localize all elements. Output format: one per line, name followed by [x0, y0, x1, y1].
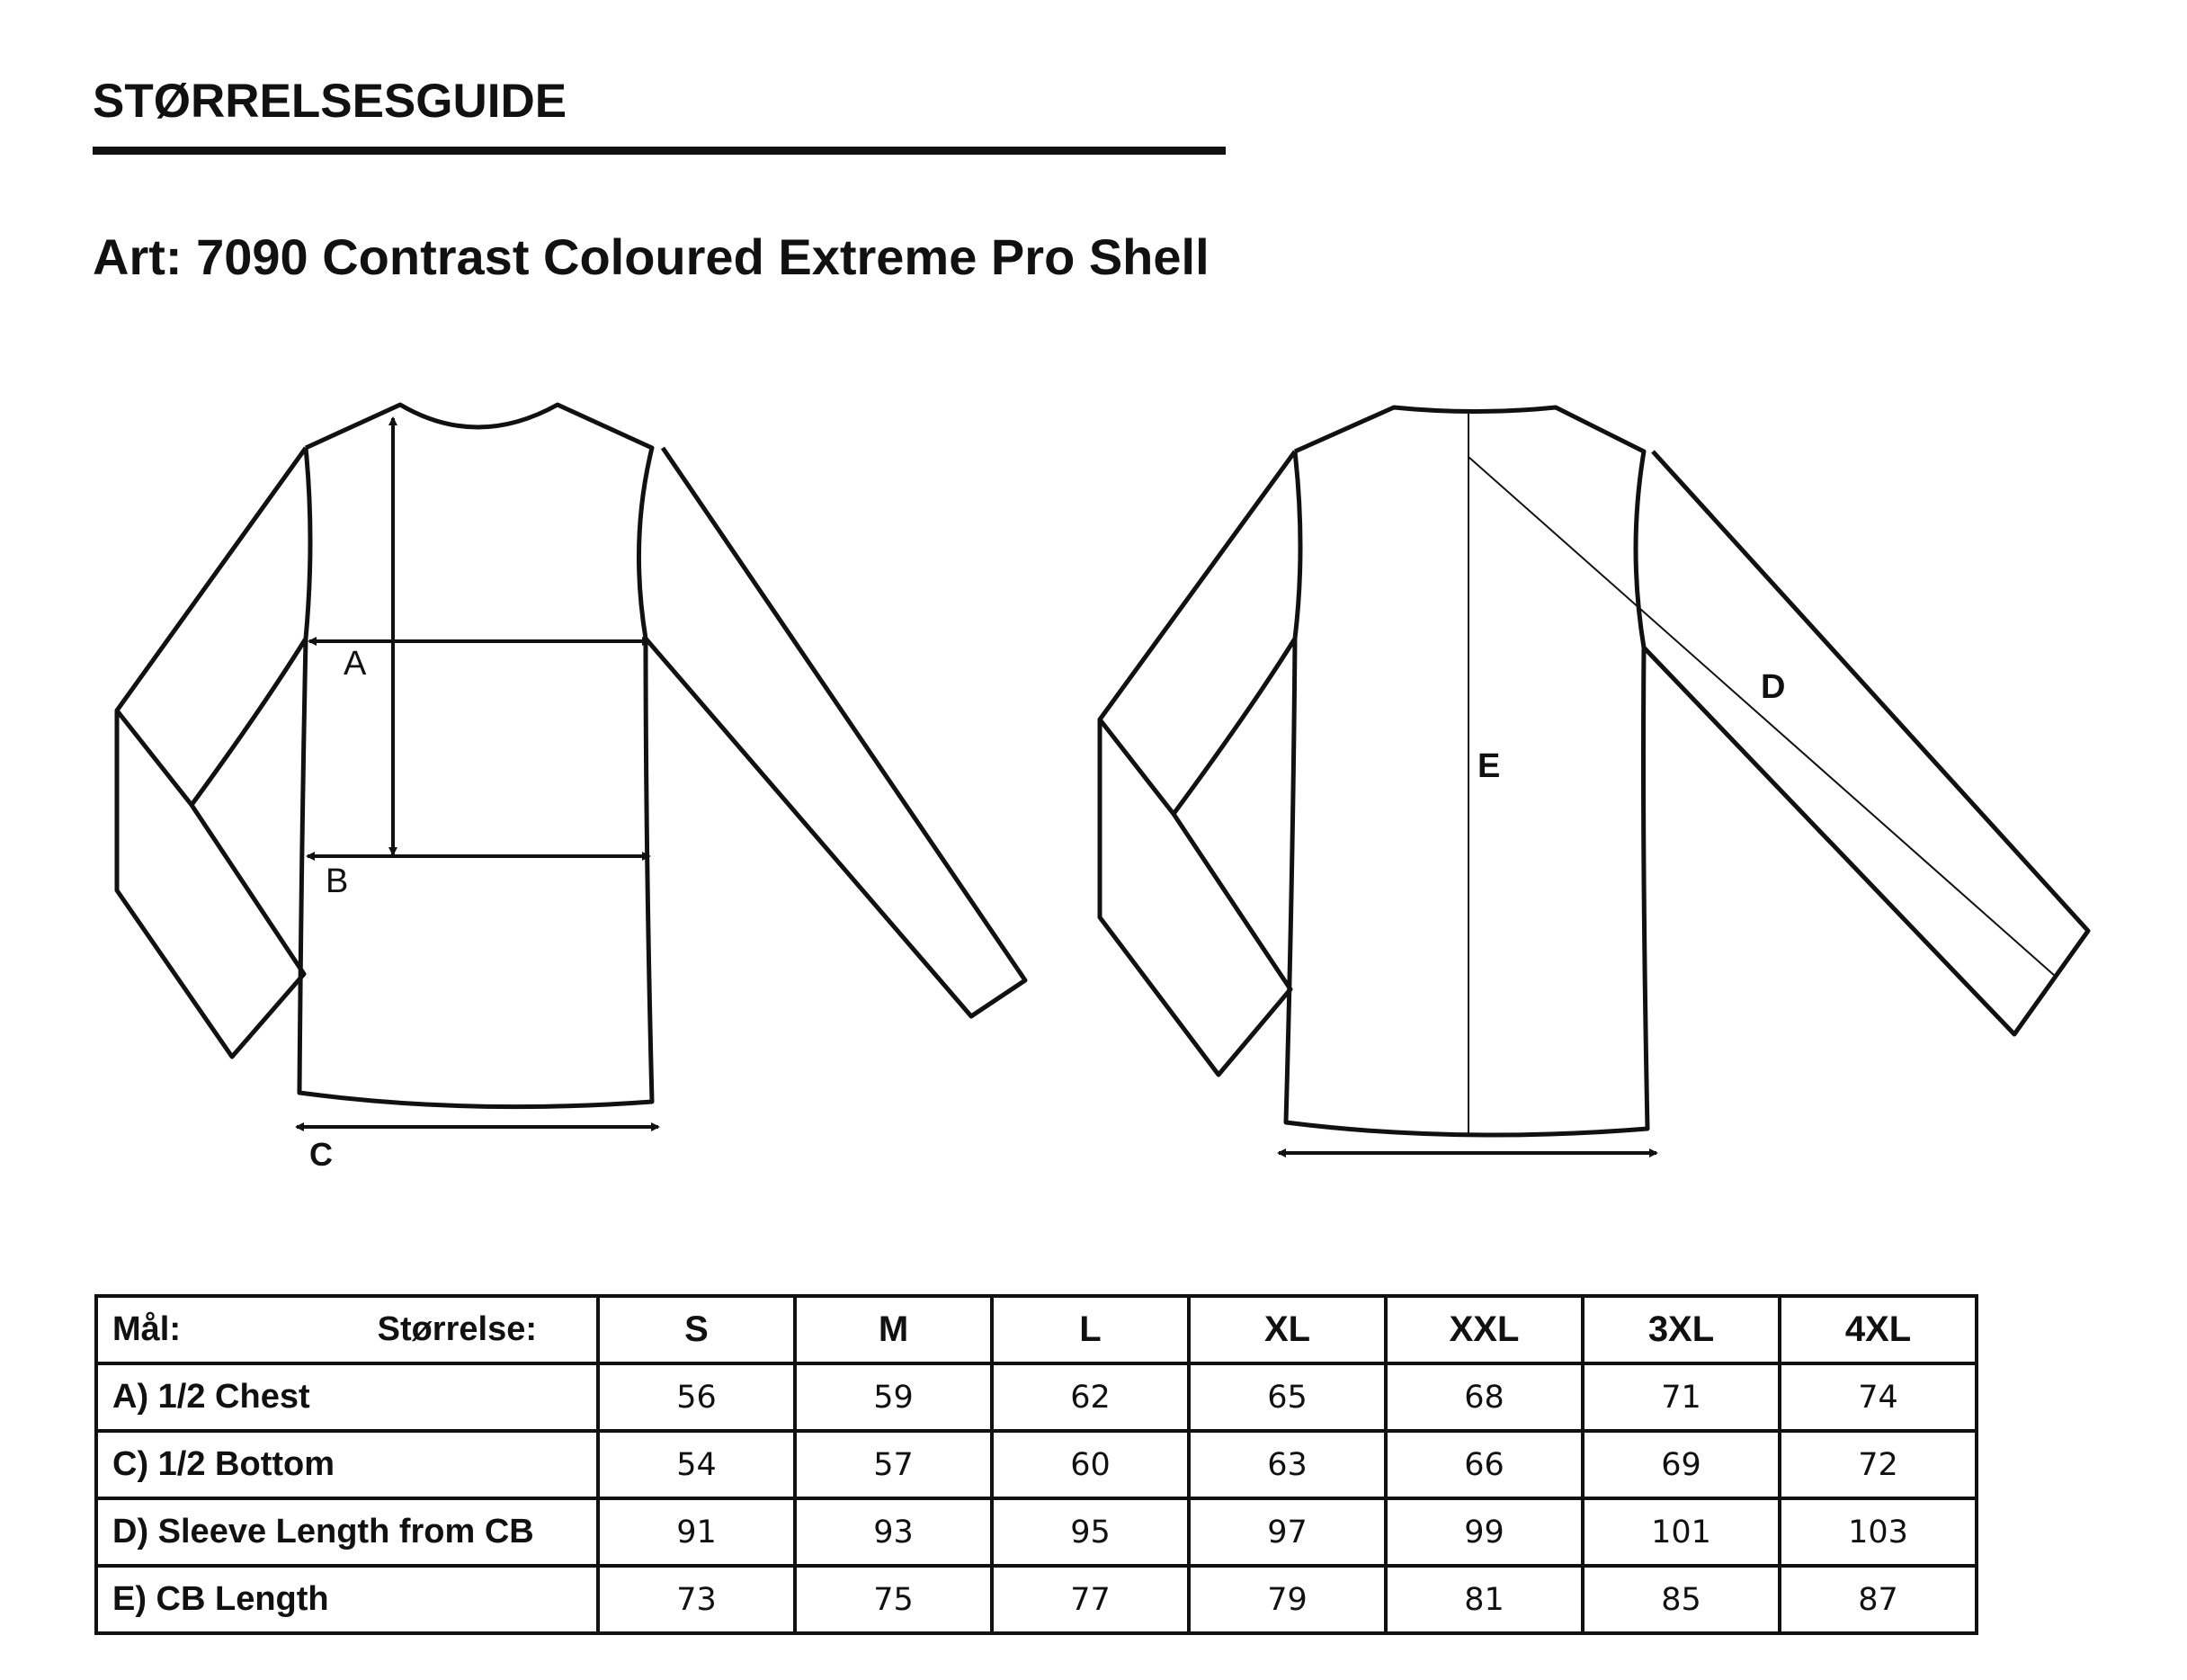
table-cell: 95 — [990, 1497, 1191, 1568]
size-header-cell: M — [793, 1294, 994, 1365]
table-cell: 93 — [793, 1497, 994, 1568]
table-cell: 72 — [1778, 1429, 1978, 1500]
back-body — [1283, 638, 1650, 1138]
table-cell: 56 — [596, 1362, 797, 1433]
table-cell: 79 — [1187, 1564, 1388, 1635]
label-e: E — [1477, 747, 1500, 785]
table-cell: 63 — [1187, 1429, 1388, 1500]
table-cell: 66 — [1384, 1429, 1584, 1500]
table-cell: 75 — [793, 1564, 994, 1635]
table-cell: 85 — [1581, 1564, 1781, 1635]
title-underline — [93, 147, 1226, 155]
table-cell: 97 — [1187, 1497, 1388, 1568]
size-header-cell: S — [596, 1294, 797, 1365]
row-label: C) 1/2 Bottom — [94, 1429, 600, 1500]
measure-header: Mål: — [112, 1310, 181, 1348]
label-d: D — [1761, 668, 1785, 706]
table-corner-cell: Mål: Størrelse: — [94, 1294, 600, 1365]
back-view — [1097, 405, 2091, 1138]
article-title: Art: 7090 Contrast Coloured Extreme Pro … — [93, 228, 1210, 285]
table-cell: 69 — [1581, 1429, 1781, 1500]
table-cell: 57 — [793, 1429, 994, 1500]
table-cell: 77 — [990, 1564, 1191, 1635]
front-view — [114, 402, 1028, 1110]
table-cell: 60 — [990, 1429, 1191, 1500]
size-header-cell: 4XL — [1778, 1294, 1978, 1365]
row-label: E) CB Length — [94, 1564, 600, 1635]
back-left-sleeve — [1097, 450, 1303, 1077]
garment-diagram: A B C D E — [114, 402, 2091, 1173]
table-cell: 101 — [1581, 1497, 1781, 1568]
size-header-cell: L — [990, 1294, 1191, 1365]
table-cell: 74 — [1778, 1362, 1978, 1433]
table-cell: 71 — [1581, 1362, 1781, 1433]
table-cell: 65 — [1187, 1362, 1388, 1433]
label-a: A — [344, 645, 367, 683]
label-b: B — [326, 862, 348, 900]
size-header-cell: 3XL — [1581, 1294, 1781, 1365]
size-header-cell: XL — [1187, 1294, 1388, 1365]
size-header-cell: XXL — [1384, 1294, 1584, 1365]
table-cell: 62 — [990, 1362, 1191, 1433]
size-header: Størrelse: — [377, 1310, 537, 1348]
size-table: Mål: Størrelse: S M L XL XXL 3XL 4XL A) … — [94, 1294, 1978, 1635]
table-cell: 73 — [596, 1564, 797, 1635]
row-label: D) Sleeve Length from CB — [94, 1497, 600, 1568]
table-cell: 68 — [1384, 1362, 1584, 1433]
front-body — [297, 638, 655, 1110]
front-outline — [304, 402, 1028, 1019]
label-c: C — [309, 1136, 333, 1173]
back-outline — [1293, 405, 2091, 1037]
table-cell: 91 — [596, 1497, 797, 1568]
table-row: D) Sleeve Length from CB 91 93 95 97 99 … — [94, 1497, 1978, 1568]
table-row: E) CB Length 73 75 77 79 81 85 87 — [94, 1564, 1978, 1635]
table-cell: 99 — [1384, 1497, 1584, 1568]
page-title: STØRRELSESGUIDE — [93, 75, 567, 128]
table-cell: 54 — [596, 1429, 797, 1500]
table-cell: 103 — [1778, 1497, 1978, 1568]
row-label: A) 1/2 Chest — [94, 1362, 600, 1433]
table-header-row: Mål: Størrelse: S M L XL XXL 3XL 4XL — [94, 1294, 1978, 1365]
sleeve-from-cb-line — [1468, 456, 2056, 977]
table-cell: 81 — [1384, 1564, 1584, 1635]
table-cell: 59 — [793, 1362, 994, 1433]
table-row: C) 1/2 Bottom 54 57 60 63 66 69 72 — [94, 1429, 1978, 1500]
table-cell: 87 — [1778, 1564, 1978, 1635]
front-left-sleeve — [114, 446, 313, 1059]
table-row: A) 1/2 Chest 56 59 62 65 68 71 74 — [94, 1362, 1978, 1433]
